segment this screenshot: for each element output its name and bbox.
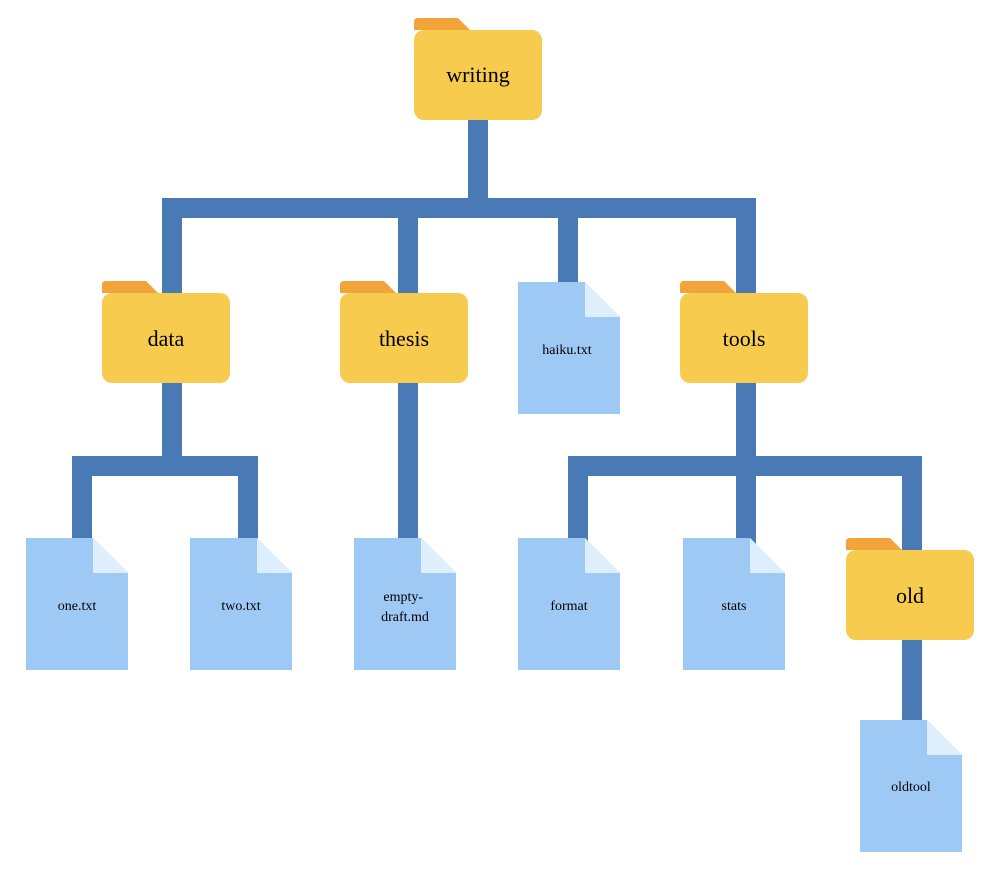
folder-label: tools [723,326,766,351]
file-icon [683,538,785,670]
connector-to-stats [736,456,756,546]
folder-icon [680,281,808,383]
file-stats[interactable]: stats [683,538,785,670]
file-label: one.txt [58,599,97,614]
file-label-line-1: empty- [383,590,423,605]
file-two[interactable]: two.txt [190,538,292,670]
file-one[interactable]: one.txt [26,538,128,670]
file-format[interactable]: format [518,538,620,670]
connector-to-tools [736,198,756,300]
file-oldtool[interactable]: oldtool [860,720,962,852]
folder-icon [846,538,974,640]
file-icon [190,538,292,670]
folder-tools[interactable]: tools [680,281,808,383]
connector-writing-bar [162,198,756,218]
file-icon [860,720,962,852]
file-label-line-2: draft.md [381,610,429,625]
file-label: two.txt [221,599,260,614]
connector-to-format [568,456,588,546]
folder-label: old [896,583,924,608]
folder-icon [102,281,230,383]
tree-connectors [72,118,922,726]
connector-to-old [902,456,922,558]
folder-thesis[interactable]: thesis [340,281,468,383]
connector-thesis-stem [398,380,418,546]
folder-writing[interactable]: writing [414,18,542,120]
folder-data[interactable]: data [102,281,230,383]
file-icon [518,282,620,414]
connector-old-stem [902,636,922,726]
folder-icon [414,18,542,120]
folder-label: thesis [379,326,429,351]
file-label: empty- draft.md [381,590,429,625]
file-icon [518,538,620,670]
connector-to-two [238,456,258,546]
file-icon [26,538,128,670]
file-label: stats [722,599,747,614]
connector-to-data [162,198,182,300]
connector-tools-stem [736,380,756,470]
file-label: format [550,599,587,614]
connector-to-haiku [558,198,578,288]
file-label: haiku.txt [542,343,591,358]
file-label: oldtool [891,780,931,795]
connector-to-thesis [398,198,418,300]
connector-data-bar [72,456,258,476]
file-icon [354,538,456,670]
folder-label: data [148,326,185,351]
file-haiku[interactable]: haiku.txt [518,282,620,414]
folder-label: writing [446,62,510,87]
file-empty-draft[interactable]: empty- draft.md [354,538,456,670]
folder-old[interactable]: old [846,538,974,640]
connector-data-stem [162,380,182,470]
folder-icon [340,281,468,383]
connector-to-one [72,456,92,546]
connector-writing-stem [468,118,488,208]
